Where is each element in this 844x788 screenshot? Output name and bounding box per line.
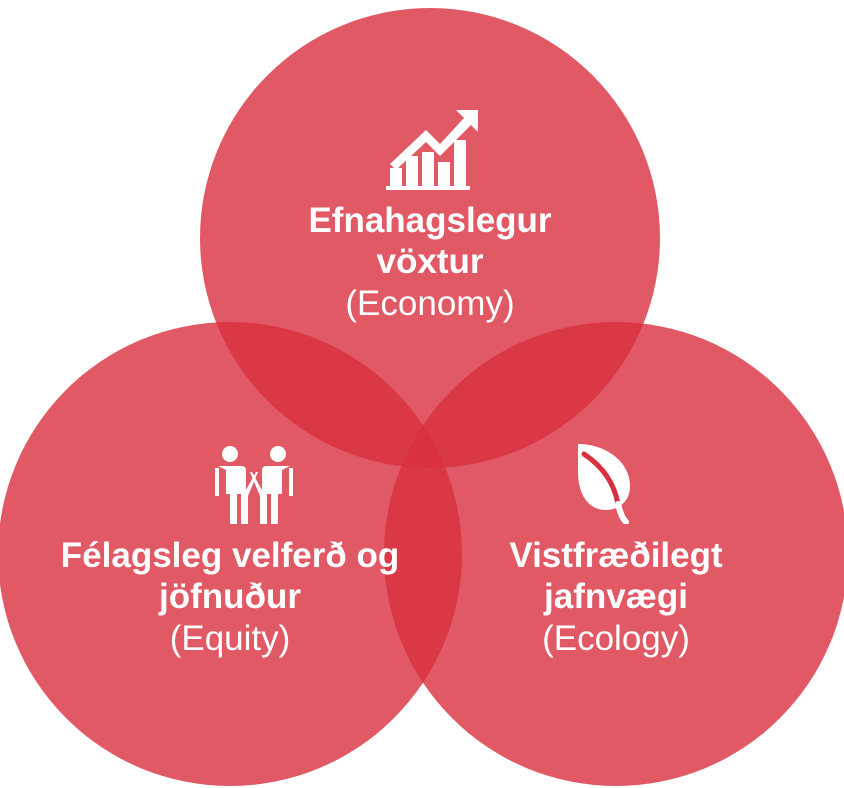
ecology-circle xyxy=(384,322,844,786)
economy-subtitle: (Economy) xyxy=(345,283,515,323)
growth-chart-icon xyxy=(386,110,478,190)
ecology-title: Vistfræðilegt jafnvægi xyxy=(509,536,723,617)
people-icon xyxy=(215,446,293,524)
economy-title: Efnahagslegur vöxtur xyxy=(308,201,552,282)
equity-title: Félagsleg velferð og jöfnuður xyxy=(60,536,400,617)
ecology-label: Vistfræðilegt jafnvægi (Ecology) xyxy=(454,535,778,659)
equity-subtitle: (Equity) xyxy=(169,618,291,658)
leaf-icon xyxy=(578,444,630,524)
ecology-subtitle: (Ecology) xyxy=(542,618,690,658)
equity-label: Félagsleg velferð og jöfnuður (Equity) xyxy=(40,535,420,659)
economy-label: Efnahagslegur vöxtur (Economy) xyxy=(260,200,600,324)
